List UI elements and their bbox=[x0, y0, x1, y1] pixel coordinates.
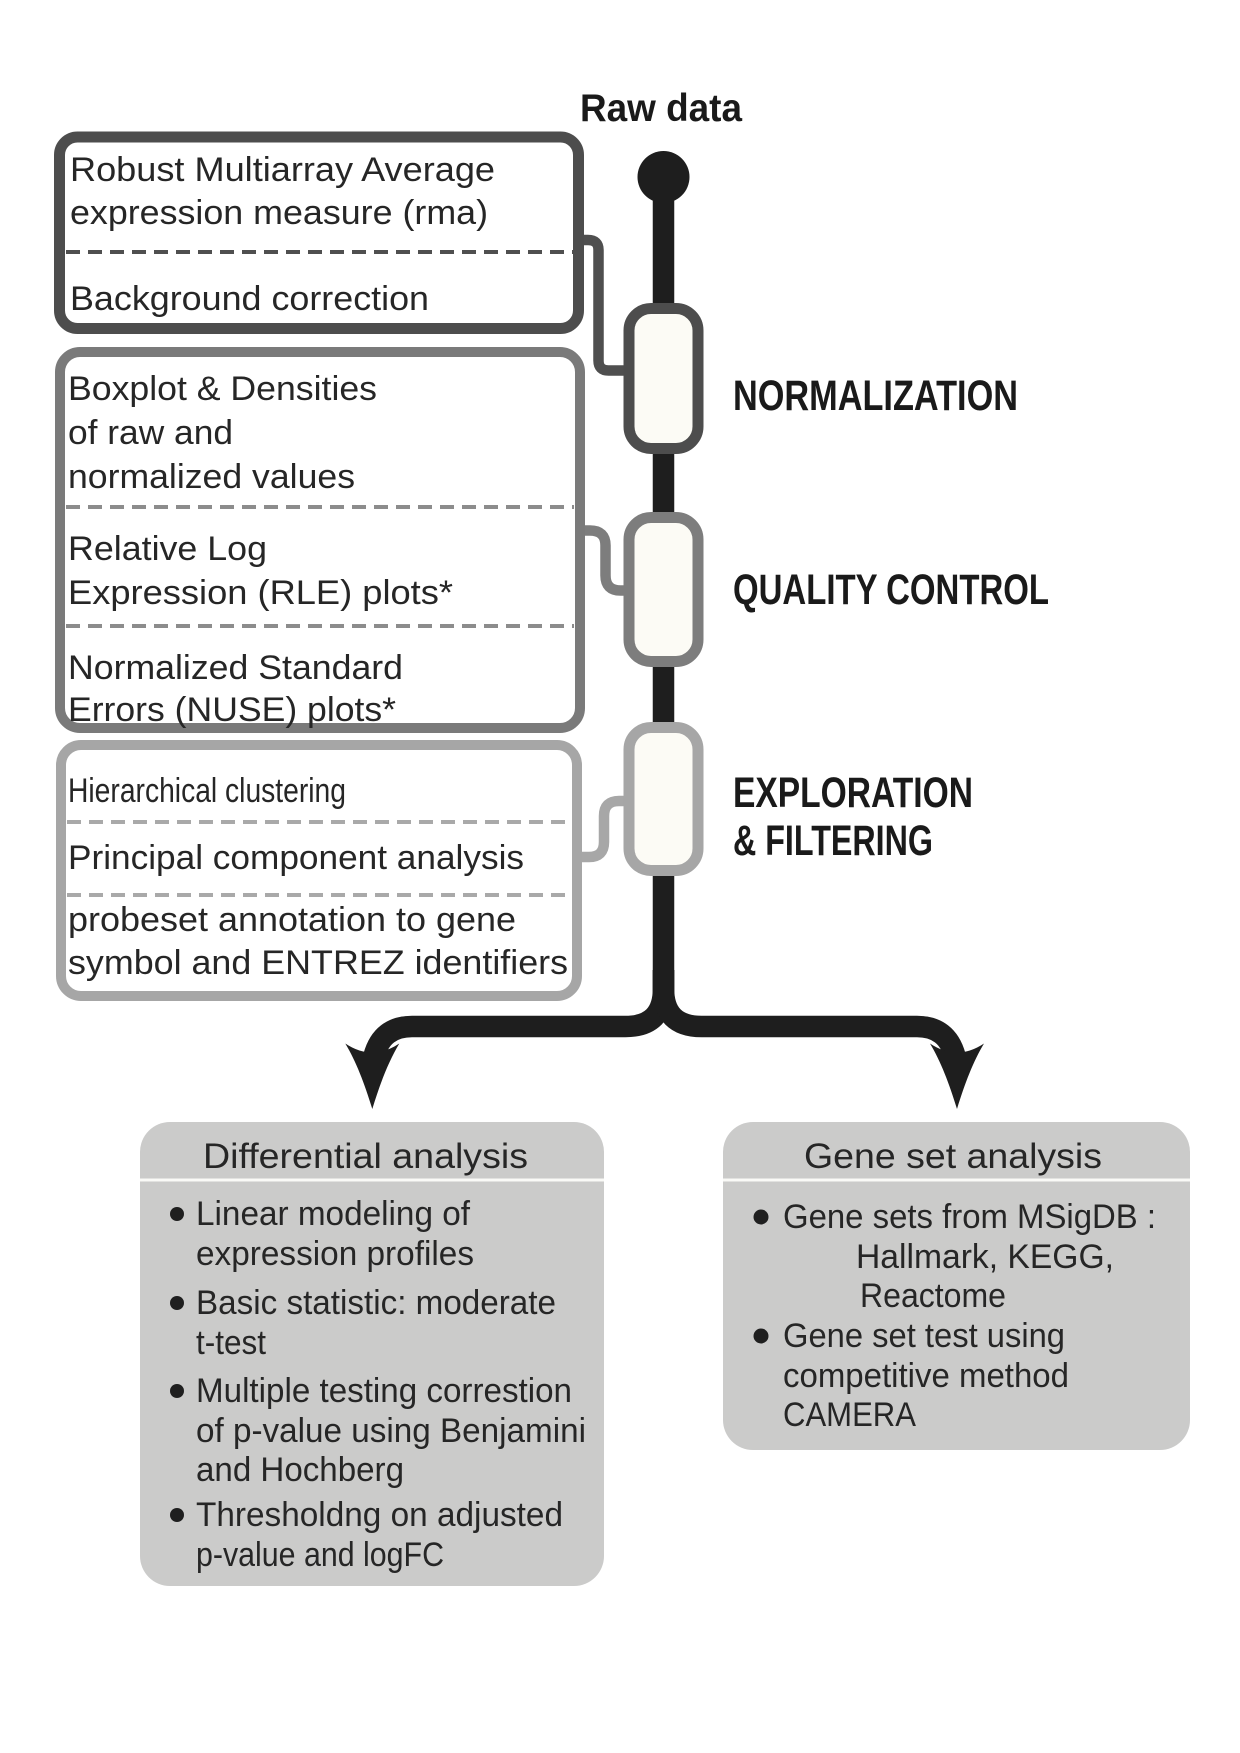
svg-text:Thresholdng on adjusted: Thresholdng on adjusted bbox=[196, 1496, 563, 1534]
svg-text:Relative Log: Relative Log bbox=[68, 530, 267, 568]
svg-text:CAMERA: CAMERA bbox=[783, 1396, 916, 1434]
svg-text:Expression (RLE) plots*: Expression (RLE) plots* bbox=[68, 574, 453, 612]
svg-text:Principal component analysis: Principal component analysis bbox=[68, 839, 524, 877]
svg-text:Hallmark, KEGG,: Hallmark, KEGG, bbox=[856, 1238, 1114, 1276]
svg-text:Differential analysis: Differential analysis bbox=[203, 1137, 528, 1176]
svg-text:Background correction: Background correction bbox=[70, 280, 429, 318]
svg-text:Multiple testing correstion: Multiple testing correstion bbox=[196, 1372, 572, 1410]
svg-text:Reactome: Reactome bbox=[860, 1277, 1006, 1315]
svg-text:symbol and ENTREZ identifiers: symbol and ENTREZ identifiers bbox=[68, 944, 568, 982]
svg-text:expression measure (rma): expression measure (rma) bbox=[70, 194, 488, 232]
svg-text:& FILTERING: & FILTERING bbox=[733, 817, 933, 865]
svg-text:Robust Multiarray Average: Robust Multiarray Average bbox=[70, 151, 495, 189]
svg-text:expression profiles: expression profiles bbox=[196, 1235, 474, 1273]
svg-text:Gene sets from MSigDB :: Gene sets from MSigDB : bbox=[783, 1198, 1156, 1236]
svg-text:of p-value using Benjamini: of p-value using Benjamini bbox=[196, 1412, 586, 1450]
svg-text:Gene set test using: Gene set test using bbox=[783, 1317, 1065, 1355]
svg-text:Normalized Standard: Normalized Standard bbox=[68, 649, 403, 687]
svg-text:Basic statistic: moderate: Basic statistic: moderate bbox=[196, 1284, 556, 1322]
svg-text:EXPLORATION: EXPLORATION bbox=[733, 769, 973, 817]
svg-text:t-test: t-test bbox=[196, 1324, 267, 1362]
svg-text:Linear modeling of: Linear modeling of bbox=[196, 1195, 471, 1233]
svg-text:of raw and: of raw and bbox=[68, 414, 233, 452]
svg-text:Raw data: Raw data bbox=[580, 87, 742, 130]
svg-text:p-value and logFC: p-value and logFC bbox=[196, 1536, 444, 1574]
svg-text:QUALITY CONTROL: QUALITY CONTROL bbox=[733, 566, 1049, 614]
svg-text:Gene set analysis: Gene set analysis bbox=[804, 1137, 1102, 1176]
svg-text:NORMALIZATION: NORMALIZATION bbox=[733, 372, 1018, 420]
svg-text:competitive method: competitive method bbox=[783, 1357, 1069, 1395]
svg-text:Errors (NUSE) plots*: Errors (NUSE) plots* bbox=[68, 691, 396, 729]
svg-text:and Hochberg: and Hochberg bbox=[196, 1451, 404, 1489]
svg-text:probeset annotation to gene: probeset annotation to gene bbox=[68, 901, 516, 939]
svg-text:normalized values: normalized values bbox=[68, 458, 355, 496]
svg-text:Hierarchical clustering: Hierarchical clustering bbox=[68, 772, 346, 810]
svg-text:Boxplot & Densities: Boxplot & Densities bbox=[68, 370, 377, 408]
